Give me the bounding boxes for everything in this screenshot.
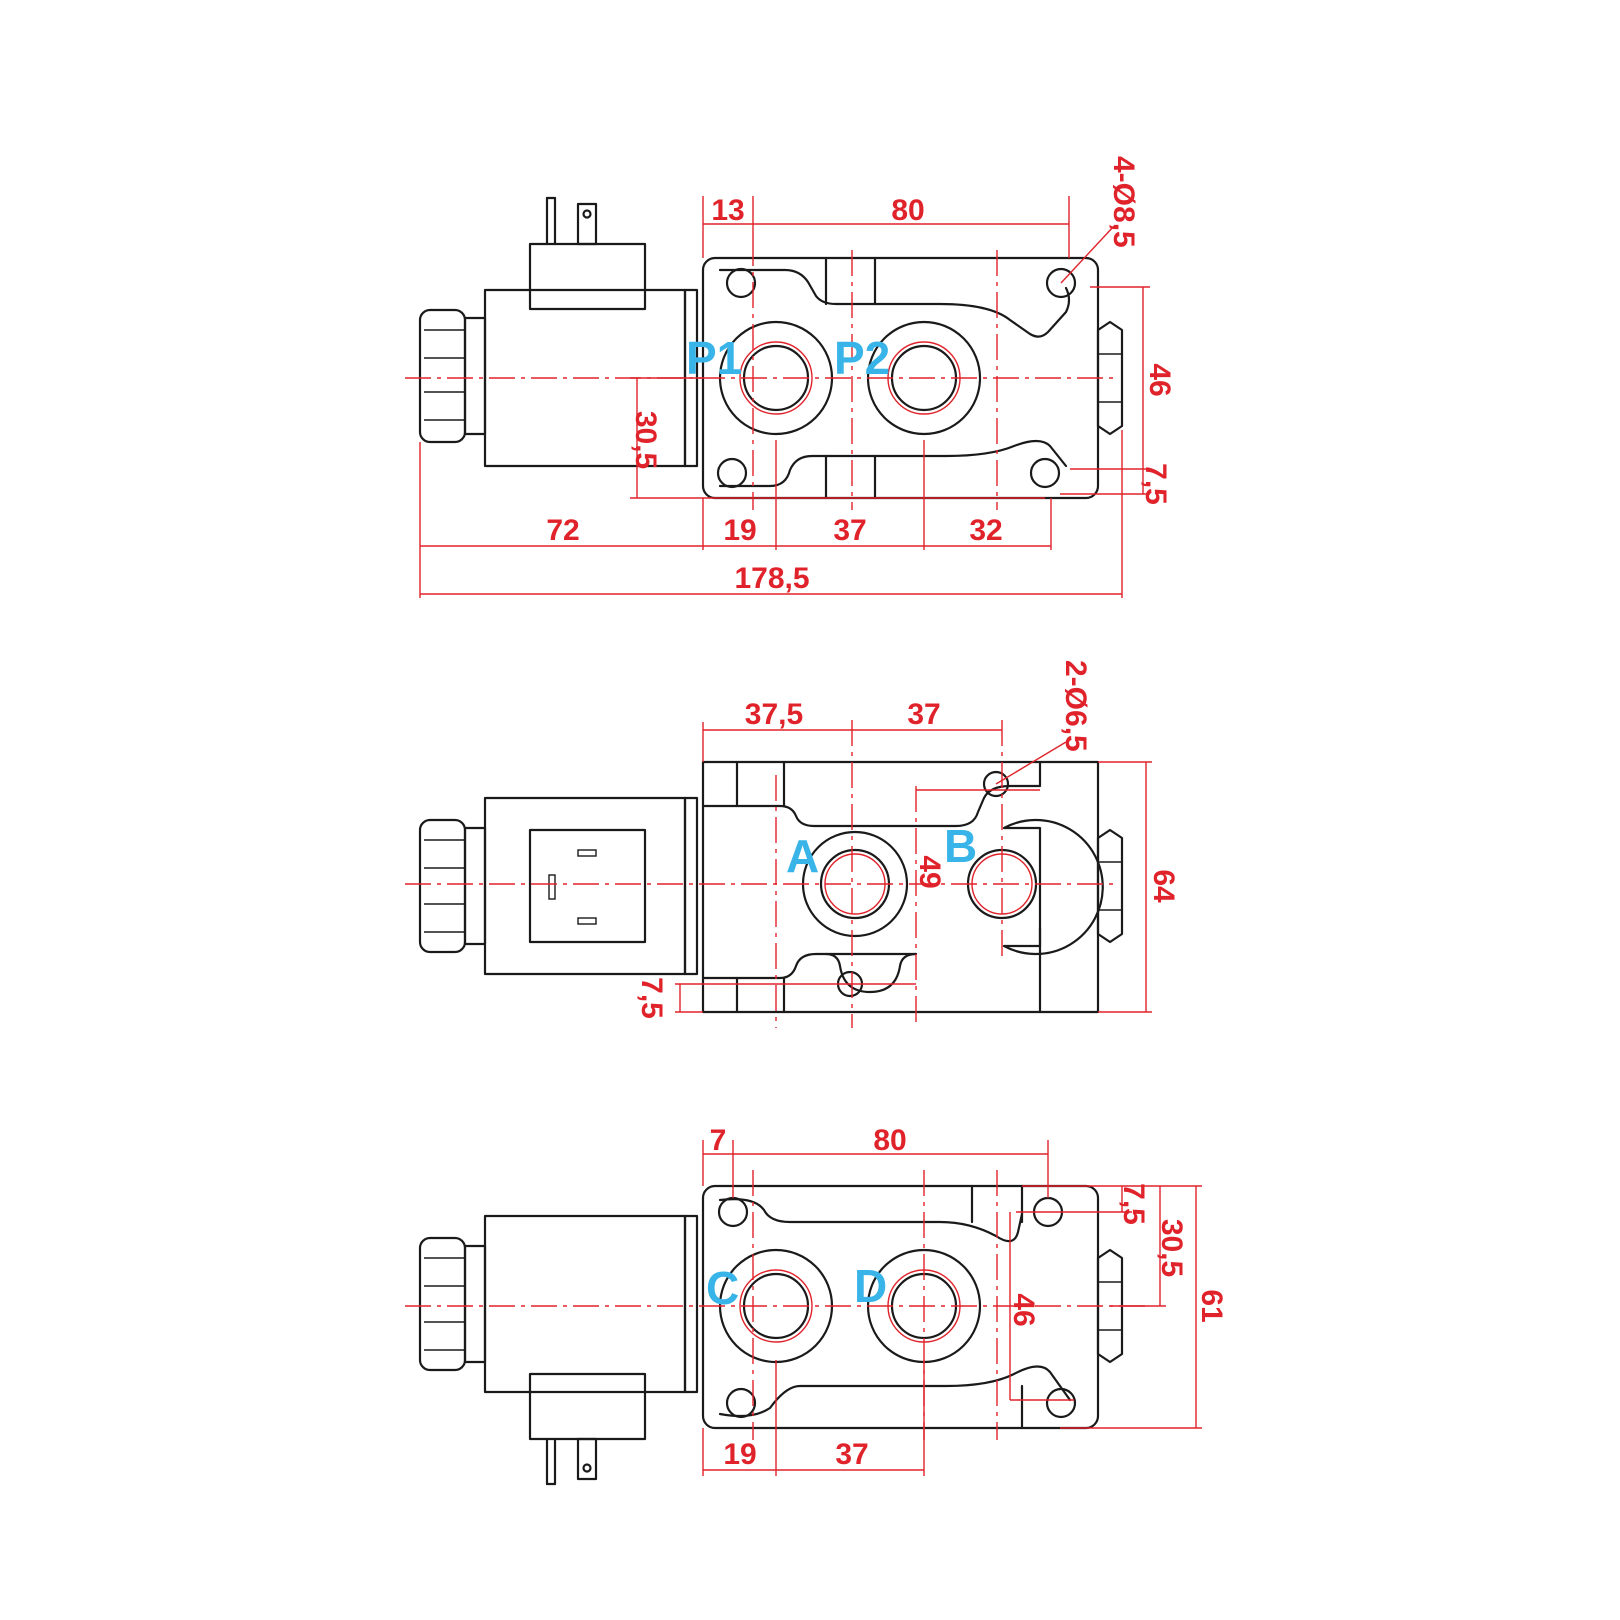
mount-hole-bottom-3 [725,1387,757,1419]
dimensions-top [419,196,1150,598]
dim-13-top: 13 [711,194,744,227]
coil-collar-middle [683,796,699,976]
view-bottom: 7 80 7,5 30,5 61 46 19 37 C D [405,1124,1228,1486]
view-top: 13 80 4-Ø8,5 46 30,5 7,5 72 19 37 32 178… [405,156,1176,598]
body-recess-top [718,268,1071,338]
body-recess-bottom-upper [718,1198,1024,1243]
dim-32-top: 32 [969,514,1002,547]
connector-face-middle [528,828,647,944]
body-recess-middle-lower [701,952,918,980]
mount-hole-bottom-1 [717,1196,749,1228]
dim-80-bottom: 80 [873,1124,906,1157]
dim-19-top: 19 [723,514,756,547]
mount-hole-bottom-4 [1045,1387,1077,1419]
knurled-nut-top [418,308,487,444]
dim-30-5-top: 30,5 [629,411,662,469]
mount-hole-top-2 [1045,267,1077,299]
dim-37-middle: 37 [907,698,940,731]
dim-61-bottom: 61 [1195,1289,1228,1322]
knurled-nut-middle [418,818,487,954]
connector-pins-bottom [545,1437,598,1486]
view-middle: 37,5 37 2-Ø6,5 49 64 7,5 A B [405,660,1180,1028]
connector-top [528,242,647,311]
coil-body-middle [483,796,687,976]
dim-178-5-top: 178,5 [734,562,809,595]
dim-7-5-bottom: 7,5 [1117,1183,1150,1225]
dim-7-5-middle: 7,5 [635,977,668,1019]
hex-nut-middle [1096,828,1124,944]
port-label-a: A [786,830,819,882]
connector-pins-top [545,196,598,246]
connector-bottom [528,1372,647,1441]
dim-7-5-top: 7,5 [1139,463,1172,505]
body-recess-bottom-lower [718,1365,1072,1418]
dim-37-bottom: 37 [835,1438,868,1471]
dim-holes-middle: 2-Ø6,5 [1059,660,1092,752]
dim-holes-top: 4-Ø8,5 [1107,156,1140,248]
port-label-b: B [944,820,977,872]
coil-body-bottom [483,1214,687,1394]
mount-hole-middle-1 [982,770,1010,798]
dim-37-5-middle: 37,5 [745,698,803,731]
port-label-d: D [854,1260,887,1312]
coil-collar-bottom [683,1214,699,1394]
dim-46-top: 46 [1143,363,1176,396]
hex-nut-top [1096,320,1124,436]
mount-hole-top-1 [725,267,757,299]
port-label-c: C [706,1262,739,1314]
dimensions-middle [675,722,1152,1013]
dim-72-top: 72 [546,514,579,547]
port-label-p1: P1 [686,332,742,384]
dim-46-bottom: 46 [1007,1293,1040,1326]
knurled-nut-bottom [418,1236,487,1372]
dim-64-middle: 64 [1147,869,1180,903]
dim-80-top: 80 [891,194,924,227]
hex-nut-bottom [1096,1248,1124,1364]
dimensions-bottom [702,1140,1202,1476]
mount-hole-top-3 [716,457,748,489]
mount-hole-top-4 [1029,457,1061,489]
dim-37-top: 37 [833,514,866,547]
dim-7-bottom: 7 [710,1124,727,1157]
port-label-p2: P2 [834,332,890,384]
dim-19-bottom: 19 [723,1438,756,1471]
valve-body-middle [701,760,1100,1014]
port-boss-middle [1002,818,1104,956]
dim-49-middle: 49 [913,855,946,888]
dim-30-5-bottom: 30,5 [1155,1219,1188,1277]
